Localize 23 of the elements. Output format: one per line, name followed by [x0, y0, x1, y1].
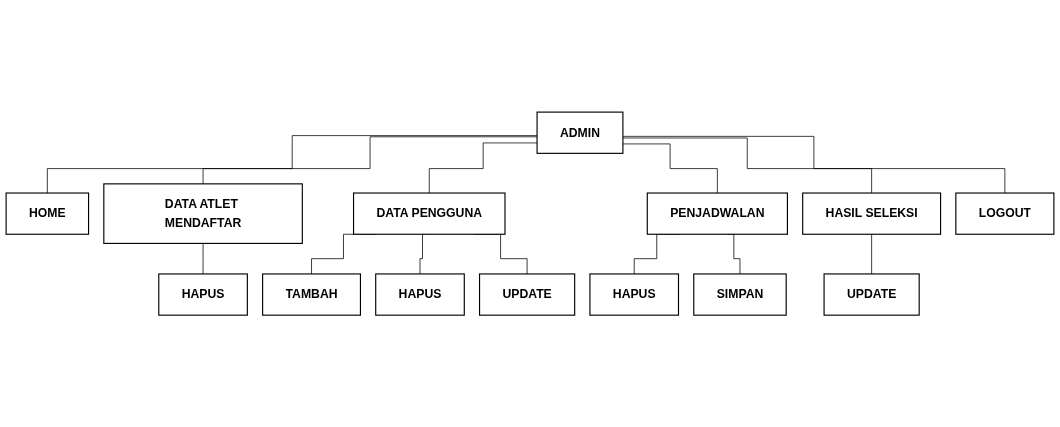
node-box: HAPUS: [589, 273, 680, 316]
connector: [622, 137, 872, 194]
node-box: HOME: [5, 192, 90, 235]
node-box: DATA ATLET MENDAFTAR: [103, 183, 303, 244]
node-box: SIMPAN: [693, 273, 787, 316]
connector: [622, 143, 718, 194]
connector: [622, 135, 1006, 194]
connector: [202, 242, 204, 275]
node-box: HASIL SELEKSI: [802, 192, 942, 235]
node-box: PENJADWALAN: [646, 192, 788, 235]
node-box: LOGOUT: [955, 192, 1055, 235]
node-box: ADMIN: [536, 111, 624, 154]
node-box: TAMBAH: [262, 273, 361, 316]
connector: [46, 135, 538, 194]
node-box: UPDATE: [478, 273, 576, 316]
node-box: HAPUS: [375, 273, 465, 316]
connector: [428, 142, 538, 194]
connector: [871, 233, 872, 275]
connector: [202, 136, 538, 185]
node-box: UPDATE: [823, 273, 920, 316]
connector: [419, 233, 426, 275]
node-box: DATA PENGGUNA: [352, 192, 506, 235]
node-box: HAPUS: [158, 273, 248, 316]
